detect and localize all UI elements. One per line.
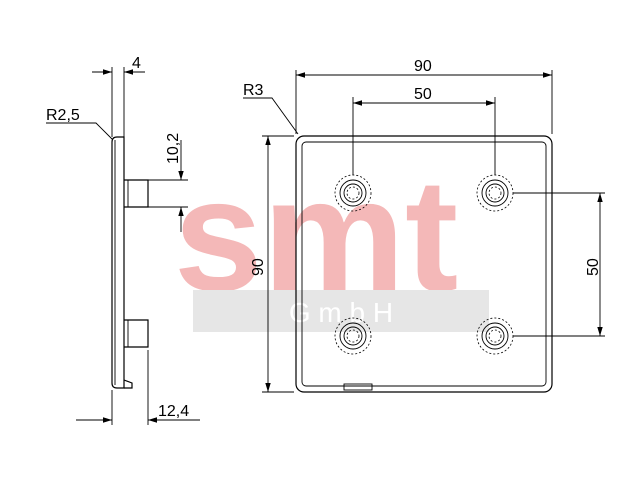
dim-total-depth: 12,4 <box>158 403 189 420</box>
dim-hole-spacing-y: 50 <box>585 258 602 276</box>
watermark: smt G m b H <box>174 145 489 332</box>
front-bottom-tab <box>343 383 373 391</box>
dim-side-radius: R2,5 <box>46 107 80 124</box>
dim-width: 90 <box>414 58 432 75</box>
front-plate-outline <box>295 135 553 393</box>
side-bottom-clip <box>123 379 133 389</box>
hole-bottom-right <box>476 317 514 355</box>
side-upper-pin <box>124 179 149 208</box>
side-view: 4 R2,5 10,2 12,4 <box>46 55 200 425</box>
side-lower-pin <box>124 319 149 348</box>
dim-hole-spacing-x: 50 <box>414 86 432 103</box>
hole-top-right <box>476 174 514 212</box>
watermark-subtitle: G m b H <box>289 297 393 328</box>
front-view: R3 90 50 90 50 <box>243 58 605 393</box>
hole-bottom-left <box>334 317 372 355</box>
hole-top-left <box>334 174 372 212</box>
dim-front-radius: R3 <box>243 82 264 99</box>
dim-thickness: 4 <box>132 55 141 72</box>
dim-height: 90 <box>250 258 267 276</box>
watermark-bar <box>193 290 489 332</box>
dim-pin-diameter: 10,2 <box>165 133 182 164</box>
side-plate-outline <box>111 136 125 389</box>
